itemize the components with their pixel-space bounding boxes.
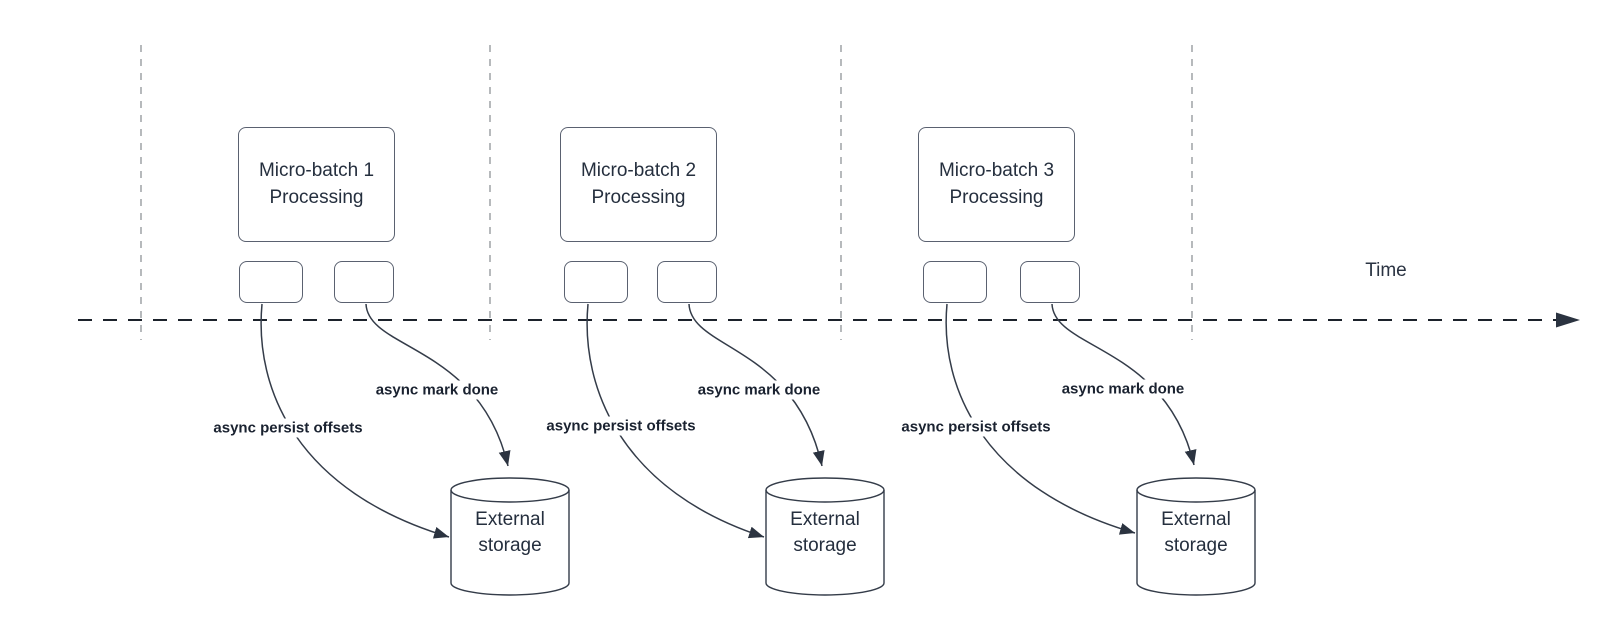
mark-done-arrow-3 [1051,303,1197,466]
mark-done-arrow-2 [688,303,825,467]
storage-cylinder-1 [450,477,570,596]
mark-done-label-3: async mark done [1058,379,1188,399]
persist-offsets-label-1: async persist offsets [210,418,366,438]
micro-batch-1-processing-box: Micro-batch 1 Processing [238,127,395,242]
micro-batch-3-processing-box: Micro-batch 3 Processing [918,127,1075,242]
mark-done-arrow-1 [365,303,511,467]
persist-task-box-3 [923,261,987,303]
external-storage-label-1: External storage [475,509,545,557]
mark-done-label-2: async mark done [694,380,824,400]
micro-batch-2-processing-box: Micro-batch 2 Processing [560,127,717,242]
mark-done-task-box-3 [1020,261,1080,303]
persist-task-box-1 [239,261,303,303]
time-axis-arrowhead [1556,312,1580,328]
storage-cylinder-2 [765,477,885,596]
time-axis-caption: Time [1365,260,1407,281]
persist-offsets-label-3: async persist offsets [898,417,1054,437]
external-storage-label-2: External storage [790,509,860,557]
mark-done-task-box-1 [334,261,394,303]
persist-offsets-label-2: async persist offsets [543,416,699,436]
external-storage-label-3: External storage [1161,509,1231,557]
mark-done-label-1: async mark done [372,380,502,400]
persist-task-box-2 [564,261,628,303]
storage-cylinder-3 [1136,477,1256,596]
mark-done-task-box-2 [657,261,717,303]
persist-offsets-arrow-2 [586,303,765,539]
